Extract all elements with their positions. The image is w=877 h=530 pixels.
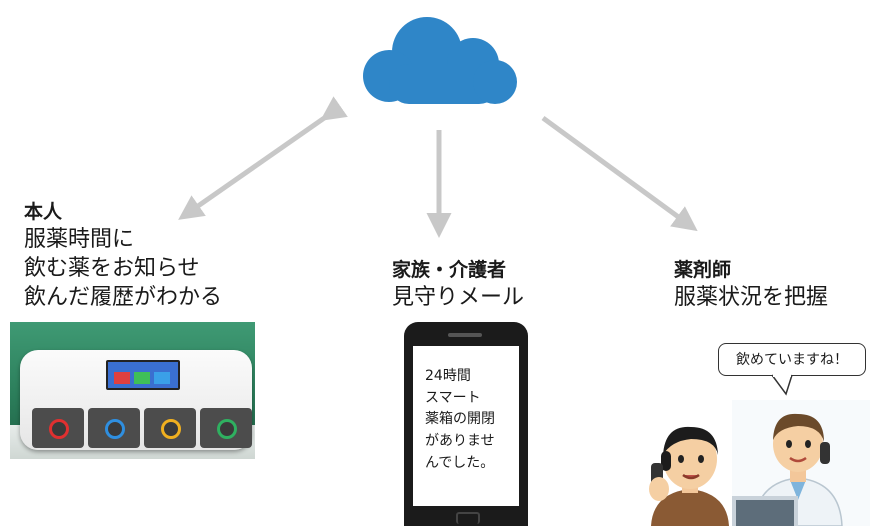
pharmacist-illustration — [732, 400, 870, 527]
speech-bubble-tail — [771, 374, 793, 396]
pill-slot — [144, 408, 196, 448]
phone-earpiece — [448, 333, 482, 337]
pharmacist-block: 薬剤師 服薬状況を把握 — [674, 258, 828, 312]
pharmacist-figure — [732, 413, 843, 527]
arrow-cloud-self — [178, 96, 348, 220]
self-line: 飲んだ履歴がわかる — [24, 285, 223, 311]
phone-home-button — [456, 512, 480, 524]
phone-message: 24時間 スマート 薬箱の開閉 がありませ んでした。 — [425, 368, 495, 471]
self-line: 服薬時間に — [24, 227, 135, 253]
slot-light-icon — [217, 419, 237, 439]
phone-screen: 24時間 スマート 薬箱の開閉 がありませ んでした。 — [413, 346, 519, 506]
self-line: 飲む薬をお知らせ — [24, 256, 200, 282]
pill-slot — [200, 408, 252, 448]
pharmacist-line: 服薬状況を把握 — [674, 285, 829, 311]
family-block: 家族・介護者 見守りメール — [392, 258, 524, 312]
pill-slot — [32, 408, 84, 448]
family-heading: 家族・介護者 — [392, 259, 507, 281]
patient-on-phone-illustration — [649, 426, 729, 526]
self-heading: 本人 — [24, 201, 63, 223]
self-block: 本人 服薬時間に 飲む薬をお知らせ 飲んだ履歴がわかる — [24, 200, 222, 312]
cloud-icon — [363, 17, 517, 104]
family-line: 見守りメール — [392, 285, 525, 311]
pill-slot — [88, 408, 140, 448]
slot-light-icon — [161, 419, 181, 439]
pill-box-display — [106, 360, 180, 390]
smart-pill-box-image — [10, 322, 255, 459]
smartphone-image: 24時間 スマート 薬箱の開閉 がありませ んでした。 — [404, 322, 528, 526]
arrow-cloud-pharmacist — [541, 115, 698, 232]
slot-light-icon — [105, 419, 125, 439]
pharmacist-heading: 薬剤師 — [674, 259, 732, 281]
pill-box-case — [20, 350, 252, 450]
slot-light-icon — [49, 419, 69, 439]
